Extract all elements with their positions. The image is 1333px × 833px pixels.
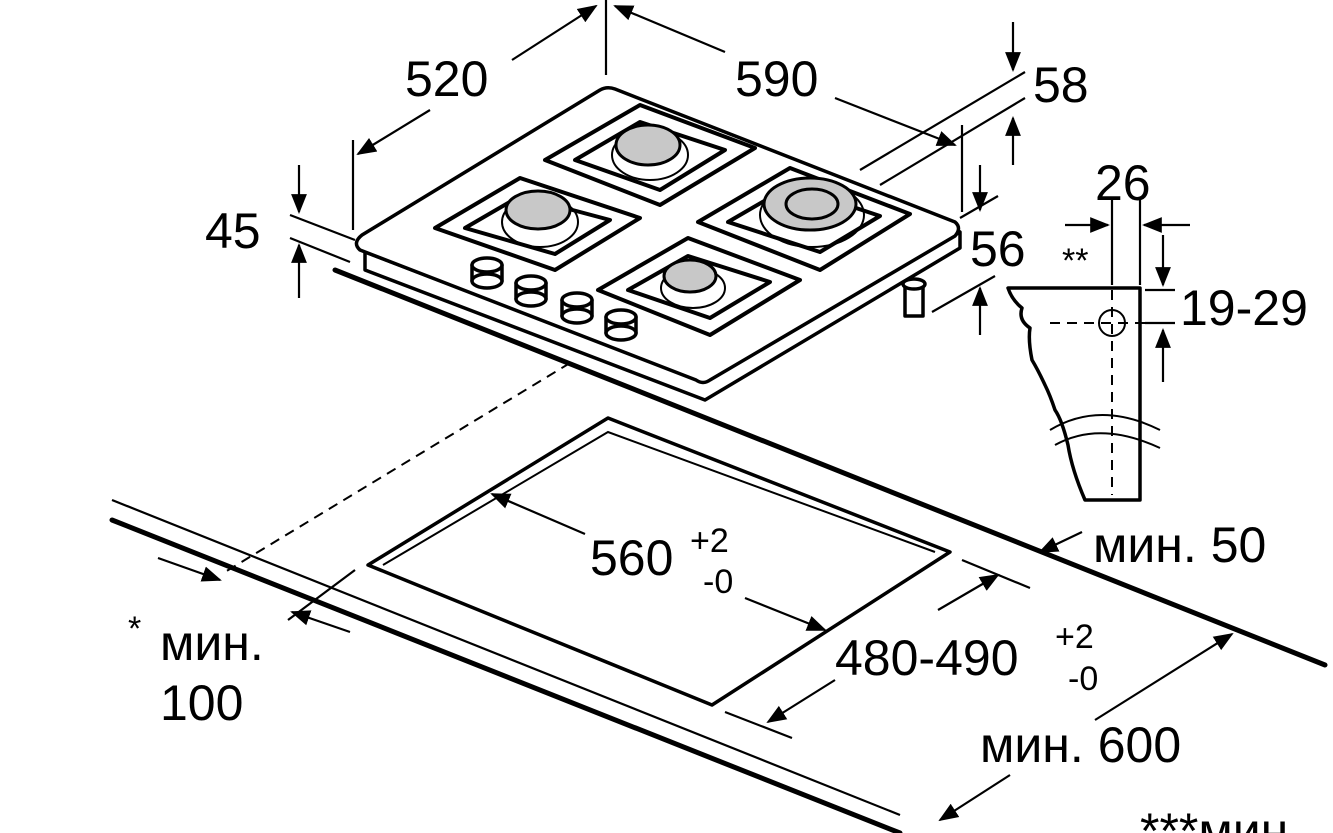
burner-front-right (596, 236, 802, 337)
extension-line (289, 236, 351, 264)
dimension-45: 45 (205, 165, 356, 298)
dimension-counter-depth: мин. 600 (938, 632, 1234, 822)
cutout-outer (366, 416, 952, 707)
burner-cap (614, 123, 682, 167)
dimension-arrow (834, 96, 957, 147)
knob-3 (560, 291, 594, 325)
extension-line (931, 275, 996, 313)
bracket-offset-label: 26 (1095, 155, 1151, 211)
dimension-arrow (937, 574, 1000, 611)
dimension-520: 520 (351, 0, 608, 230)
cutout-depth-tol-lower: -0 (1068, 660, 1098, 698)
gas-hob (354, 85, 962, 402)
front-clearance-value: 100 (160, 675, 243, 731)
dimension-arrow (766, 679, 836, 724)
countertop-rear-edge (332, 267, 1328, 668)
hob-top-plate (354, 85, 961, 385)
front-clearance-marker: * (128, 610, 141, 648)
break-line (1054, 432, 1161, 449)
dimension-arrow (157, 556, 222, 582)
dimension-arrow (1094, 632, 1234, 721)
extension-line (879, 97, 1026, 186)
break-line (1049, 414, 1161, 431)
grate (433, 176, 642, 272)
dimension-56: 56 (931, 165, 1026, 335)
burner-rear-left (543, 103, 757, 207)
cutout-width-label: 560 (590, 530, 673, 586)
depth-label: 520 (405, 51, 488, 107)
burner-cap (504, 189, 572, 231)
thickness-label: 45 (205, 203, 261, 259)
dimension-590: 590 (613, 4, 964, 212)
countertop (109, 267, 1328, 833)
dimension-arrow (1038, 531, 1083, 553)
cutout-inner-edge (382, 430, 936, 566)
extension-line (724, 710, 793, 740)
cutout-depth-label: 480-490 (835, 630, 1019, 686)
burner-center (784, 187, 840, 221)
cutout-width-tol-upper: +2 (690, 522, 729, 560)
total-height-label: 58 (1033, 57, 1089, 113)
dimension-arrow (613, 4, 726, 54)
clamp-hole (1098, 309, 1126, 337)
bracket-detail: 26 ** 19-29 (1006, 155, 1308, 502)
countertop-front-edge (109, 517, 903, 833)
burner-front-left (433, 176, 642, 272)
cutout-depth-tol-upper: +2 (1055, 618, 1094, 656)
width-label: 590 (735, 51, 818, 107)
dimension-58: 58 (859, 22, 1089, 186)
dimension-480-490: 480-490 +2 -0 (724, 558, 1098, 740)
extension-line (289, 213, 356, 242)
dimension-rear-clearance: мин. 50 (1038, 517, 1266, 573)
knob-1 (470, 256, 504, 290)
under-height-label: 56 (970, 221, 1026, 277)
extension-line (961, 558, 1031, 590)
cutout-width-tol-lower: -0 (703, 563, 733, 601)
knob-4 (604, 308, 638, 342)
burner-rear-right (696, 166, 912, 272)
front-clearance-label: мин. (160, 615, 264, 671)
dimension-front-clearance: * мин. 100 (128, 556, 356, 731)
grate-inner (573, 120, 727, 192)
dimension-arrow (490, 492, 586, 536)
burner-cap (662, 258, 718, 294)
dimension-arrow (511, 4, 598, 61)
dimension-560: 560 +2 -0 (490, 492, 827, 632)
bracket-marker-label: ** (1062, 242, 1088, 280)
cutout (366, 416, 952, 707)
dimension-arrow (938, 774, 1011, 822)
grate (543, 103, 757, 207)
extension-line (859, 71, 1026, 171)
knob-2 (514, 274, 548, 308)
gas-connector-top (901, 277, 927, 291)
rear-clearance-label: мин. 50 (1093, 517, 1266, 573)
clamp-range-label: 19-29 (1180, 280, 1308, 336)
countertop-front-top-edge (111, 498, 901, 817)
countertop-section (1006, 286, 1142, 502)
counter-depth-label: мин. 600 (980, 717, 1181, 773)
control-knobs (470, 256, 638, 342)
dimension-arrow (744, 596, 827, 632)
footnote-label: ***мин (1140, 803, 1288, 833)
dimension-arrow (290, 610, 351, 634)
dimension-arrow (356, 109, 431, 156)
grate (596, 236, 802, 337)
grate (696, 166, 912, 272)
